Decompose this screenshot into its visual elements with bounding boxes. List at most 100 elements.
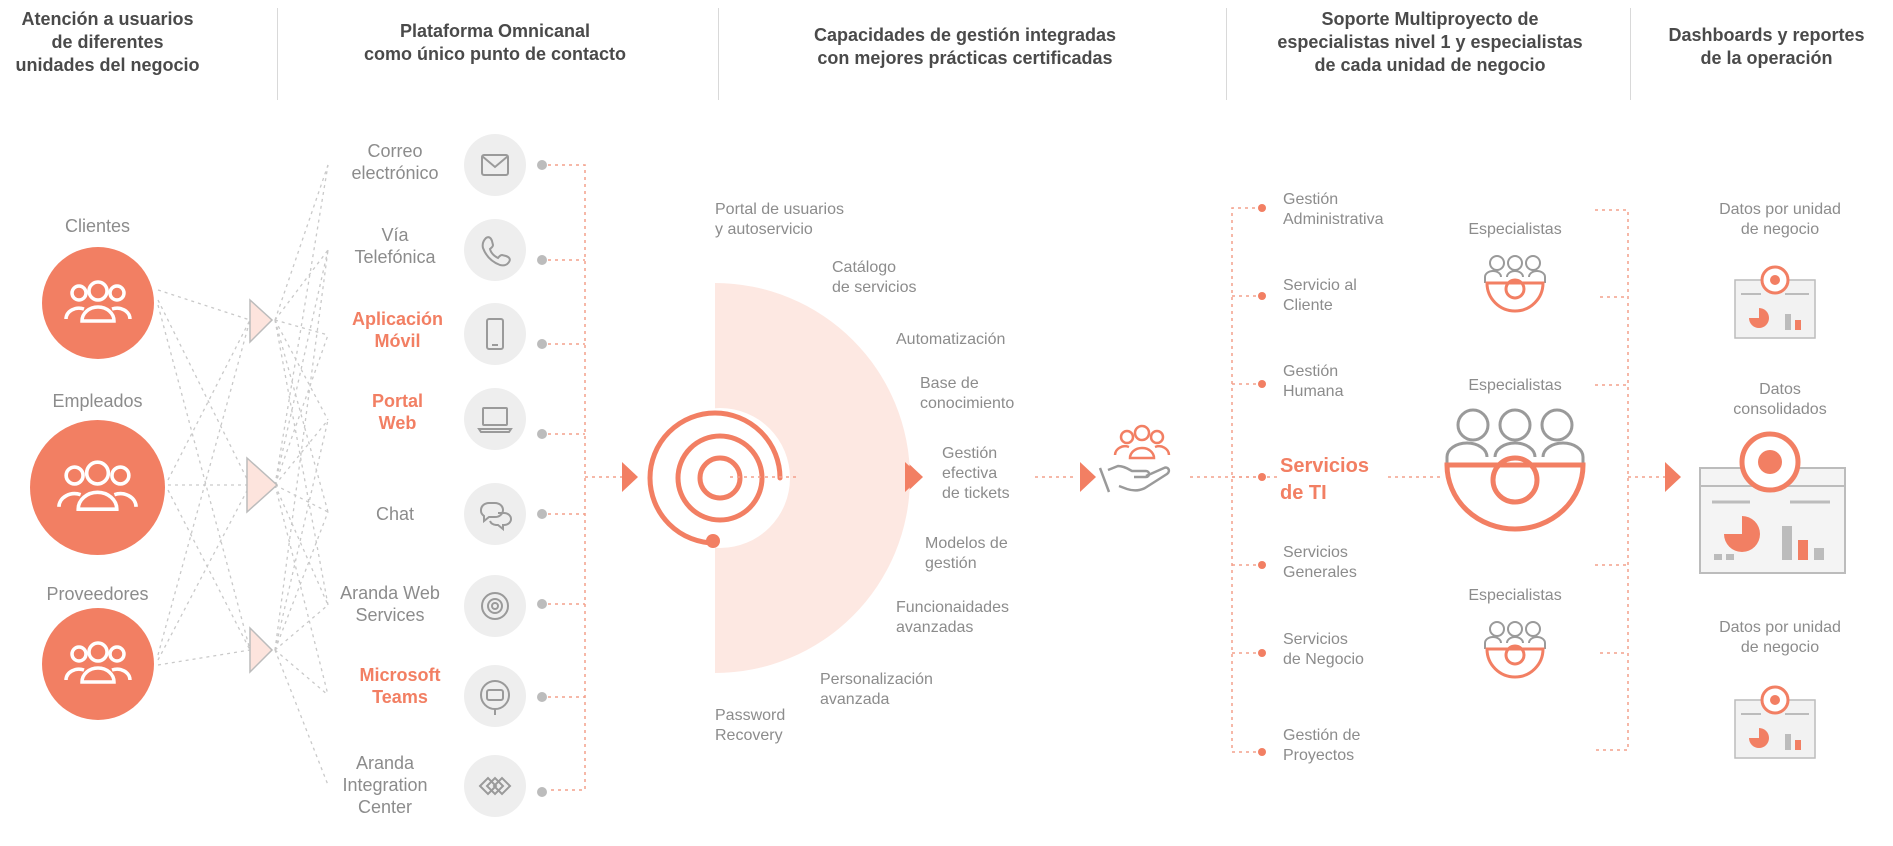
channel-dot (537, 599, 547, 609)
header-line: Dashboards y reportes (1668, 25, 1865, 45)
integration-icon[interactable] (464, 755, 526, 817)
people-group-icon (64, 641, 132, 684)
specialists-label: Especialistas (1468, 221, 1562, 238)
unit-line: Generales (1283, 564, 1357, 581)
capability-line: Recovery (715, 727, 783, 744)
people-group-icon (57, 460, 138, 512)
header-line: Soporte Multiproyecto de (1321, 9, 1539, 29)
capability-line: Portal de usuarios (715, 201, 844, 218)
header-support: Soporte Multiproyecto de especialistas n… (1245, 8, 1615, 77)
unit-line: Gestión de (1283, 727, 1361, 744)
unit-general-services[interactable]: Servicios Generales (1283, 543, 1357, 583)
specialists-gear-icon (1484, 255, 1546, 313)
unit-line: de Negocio (1283, 651, 1364, 668)
channel-label-web-services: Aranda Web Services (320, 582, 460, 626)
header-omnichannel: Plataforma Omnicanal como único punto de… (330, 20, 660, 66)
header-line: de diferentes (51, 32, 164, 52)
channel-label-line: Móvil (374, 331, 421, 351)
header-divider (1226, 8, 1227, 100)
header-line: con mejores prácticas certificadas (817, 48, 1113, 68)
capability-line: Automatización (896, 331, 1006, 348)
header-capabilities: Capacidades de gestión integradas con me… (765, 24, 1165, 70)
capability-line: Catálogo (832, 259, 897, 276)
unit-line: Servicios (1283, 544, 1348, 561)
channel-label-line: Vía (381, 225, 409, 245)
dashboard-line: Datos (1759, 381, 1801, 398)
header-divider (277, 8, 278, 100)
capability-line: Modelos de (925, 535, 1008, 552)
header-dashboards: Dashboards y reportes de la operación (1640, 24, 1893, 70)
channel-label-integration-center: Aranda Integration Center (325, 752, 445, 818)
user-label-employees: Empleados (52, 391, 143, 411)
channel-dot (537, 339, 547, 349)
unit-business-services[interactable]: Servicios de Negocio (1283, 630, 1364, 670)
unit-line: Cliente (1283, 297, 1333, 314)
specialists-label: Especialistas (1468, 587, 1562, 604)
header-line: de cada unidad de negocio (1314, 55, 1546, 75)
dashboard-line: Datos por unidad (1719, 201, 1841, 218)
capability-line: gestión (925, 555, 977, 572)
unit-line: Gestión (1283, 191, 1339, 208)
unit-project-management[interactable]: Gestión de Proyectos (1283, 726, 1360, 766)
dashboard-label-unit: Datos por unidad de negocio (1680, 618, 1880, 658)
specialists-gear-icon (1484, 621, 1546, 679)
channel-dot (537, 429, 547, 439)
dashboard-label-consolidated: Datos consolidados (1700, 380, 1860, 420)
dashboard-icon (1734, 685, 1816, 759)
capability-line: Password (715, 707, 786, 724)
capability-password-recovery: Password Recovery (715, 706, 785, 746)
dashboard-label-unit: Datos por unidad de negocio (1680, 200, 1880, 240)
unit-customer-service[interactable]: Servicio al Cliente (1283, 276, 1357, 316)
capability-line: de tickets (942, 485, 1010, 502)
web-services-icon[interactable] (464, 575, 526, 637)
chat-icon[interactable] (464, 483, 526, 545)
dashboard-line: de negocio (1740, 639, 1820, 656)
capability-line: avanzadas (896, 619, 974, 636)
dashboard-line: consolidados (1733, 401, 1827, 418)
channel-label-line: Aranda Web (340, 583, 440, 603)
channel-dot (537, 692, 547, 702)
employees-group-icon[interactable] (30, 420, 165, 555)
capability-knowledge-base: Base de conocimiento (920, 374, 1014, 414)
unit-human-resources[interactable]: Gestión Humana (1283, 362, 1343, 402)
channel-dot (537, 509, 547, 519)
dashboard-line: Datos por unidad (1719, 619, 1841, 636)
channel-dot (537, 255, 547, 265)
channel-label-chat: Chat (350, 503, 440, 525)
channel-label-line: Chat (375, 504, 415, 524)
header-line: Atención a usuarios (21, 9, 194, 29)
user-label-providers: Proveedores (46, 584, 149, 604)
channel-label-line: Correo (367, 141, 423, 161)
capability-line: efectiva (942, 465, 998, 482)
channel-label-email: Correo electrónico (340, 140, 450, 184)
unit-line: Proyectos (1283, 747, 1355, 764)
capability-line: y autoservicio (715, 221, 813, 238)
unit-line: Administrativa (1283, 211, 1384, 228)
providers-group-icon[interactable] (42, 608, 154, 720)
clients-group-icon[interactable] (42, 247, 154, 359)
channel-dot (537, 787, 547, 797)
channel-label-mobile: Aplicación Móvil (335, 308, 460, 352)
mail-icon[interactable] (464, 134, 526, 196)
mobile-icon[interactable] (464, 303, 526, 365)
capability-line: Base de (920, 375, 979, 392)
channel-label-line: Teams (372, 687, 428, 707)
specialists-gear-icon (1444, 408, 1586, 532)
laptop-icon[interactable] (464, 388, 526, 450)
channel-label-phone: Vía Telefónica (340, 224, 450, 268)
capability-self-service-portal: Portal de usuarios y autoservicio (715, 200, 844, 240)
teams-icon[interactable] (464, 665, 526, 727)
channel-label-line: Center (357, 797, 413, 817)
capability-automation: Automatización (896, 330, 1005, 350)
unit-administrative[interactable]: Gestión Administrativa (1283, 190, 1383, 230)
unit-line: Humana (1283, 383, 1344, 400)
capability-advanced-features: Funcionaidades avanzadas (896, 598, 1009, 638)
channel-label-line: Portal (371, 391, 423, 411)
header-users: Atención a usuarios de diferentes unidad… (0, 8, 215, 77)
unit-it-services[interactable]: Servicios de TI (1280, 453, 1369, 507)
capability-ticket-management: Gestión efectiva de tickets (942, 444, 1010, 504)
phone-icon[interactable] (464, 219, 526, 281)
capability-line: Gestión (942, 445, 998, 462)
